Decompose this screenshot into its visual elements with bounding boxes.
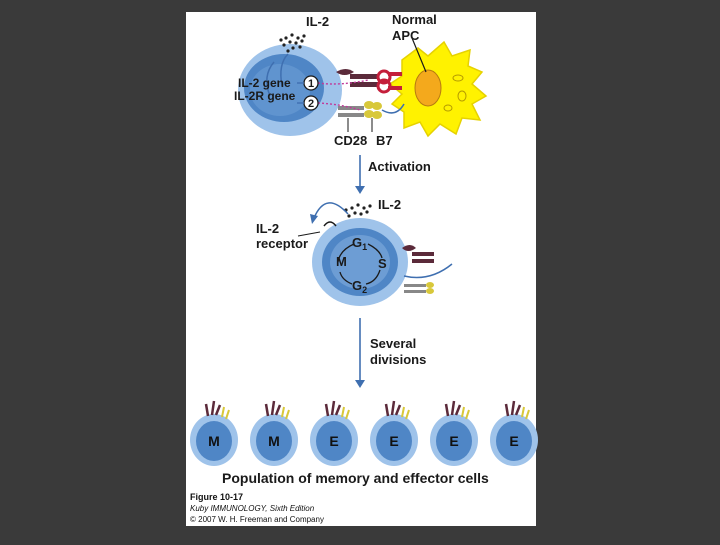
il2-mid-label: IL-2	[378, 197, 401, 212]
activation-arrowhead	[355, 186, 365, 194]
cell-type-label: E	[389, 433, 398, 449]
cycle-arrow	[367, 243, 383, 259]
il2-receptor-label-1: IL-2	[256, 221, 279, 236]
il2-receptor-pointer	[297, 231, 321, 237]
figure-number: Figure 10-17	[190, 492, 243, 502]
cycle-arrow	[365, 269, 381, 285]
autocrine-arrow	[313, 202, 349, 219]
il2-receptor-shape	[323, 221, 337, 227]
population-cell: E	[370, 400, 418, 466]
phase-m-label: M	[336, 254, 347, 269]
mid-receptors	[402, 245, 453, 294]
divisions-arrowhead	[355, 380, 365, 388]
tcr-mhc-complex	[336, 69, 402, 94]
phase-s-label: S	[378, 256, 387, 271]
il2-gene-label: IL-2 gene	[238, 76, 291, 90]
population-cell: E	[430, 400, 478, 466]
apc-label: APC	[392, 28, 420, 43]
apc-organelle	[457, 90, 467, 102]
phase-g1-label: G1	[352, 235, 367, 252]
il2-dots-top	[279, 33, 306, 53]
copyright: © 2007 W. H. Freeman and Company	[190, 515, 324, 524]
population-label: Population of memory and effector cells	[222, 470, 489, 486]
il2r-gene-label: IL-2R gene	[234, 89, 296, 103]
activation-label: Activation	[368, 159, 431, 174]
cycle-arrow	[337, 243, 355, 263]
b7-label: B7	[376, 133, 393, 148]
population-cell: E	[310, 400, 358, 466]
normal-label: Normal	[392, 12, 437, 27]
cycle-arrow	[339, 271, 353, 285]
t-cell-dividing	[312, 218, 408, 306]
apc-organelle	[443, 104, 453, 112]
divisions-label: divisions	[370, 352, 426, 367]
several-label: Several	[370, 336, 416, 351]
book-title: Kuby IMMUNOLOGY, Sixth Edition	[190, 504, 315, 513]
apc-label-pointer	[411, 37, 427, 73]
il2-receptor-label-2: receptor	[256, 236, 308, 251]
step-1-label: 1	[308, 78, 314, 90]
cell-type-label: E	[449, 433, 458, 449]
signal-1-path	[317, 79, 369, 85]
apc-nucleus	[414, 69, 442, 107]
phase-g2-label: G2	[352, 278, 367, 295]
population-cell: M	[190, 400, 238, 466]
receptor-arrow	[266, 61, 275, 97]
cell-type-label: M	[208, 433, 220, 449]
population-cell: E	[490, 400, 538, 466]
secretion-arrow	[280, 53, 289, 87]
signal-2-path	[317, 102, 361, 111]
apc-organelle	[452, 74, 464, 82]
step-2-label: 2	[308, 98, 314, 110]
cell-type-label: M	[268, 433, 280, 449]
cell-type-label: E	[509, 433, 518, 449]
population-cell: M	[250, 400, 298, 466]
autocrine-arrowhead	[310, 214, 318, 224]
cd28-label: CD28	[334, 133, 367, 148]
il2-top-label: IL-2	[306, 14, 329, 29]
cell-type-label: E	[329, 433, 338, 449]
